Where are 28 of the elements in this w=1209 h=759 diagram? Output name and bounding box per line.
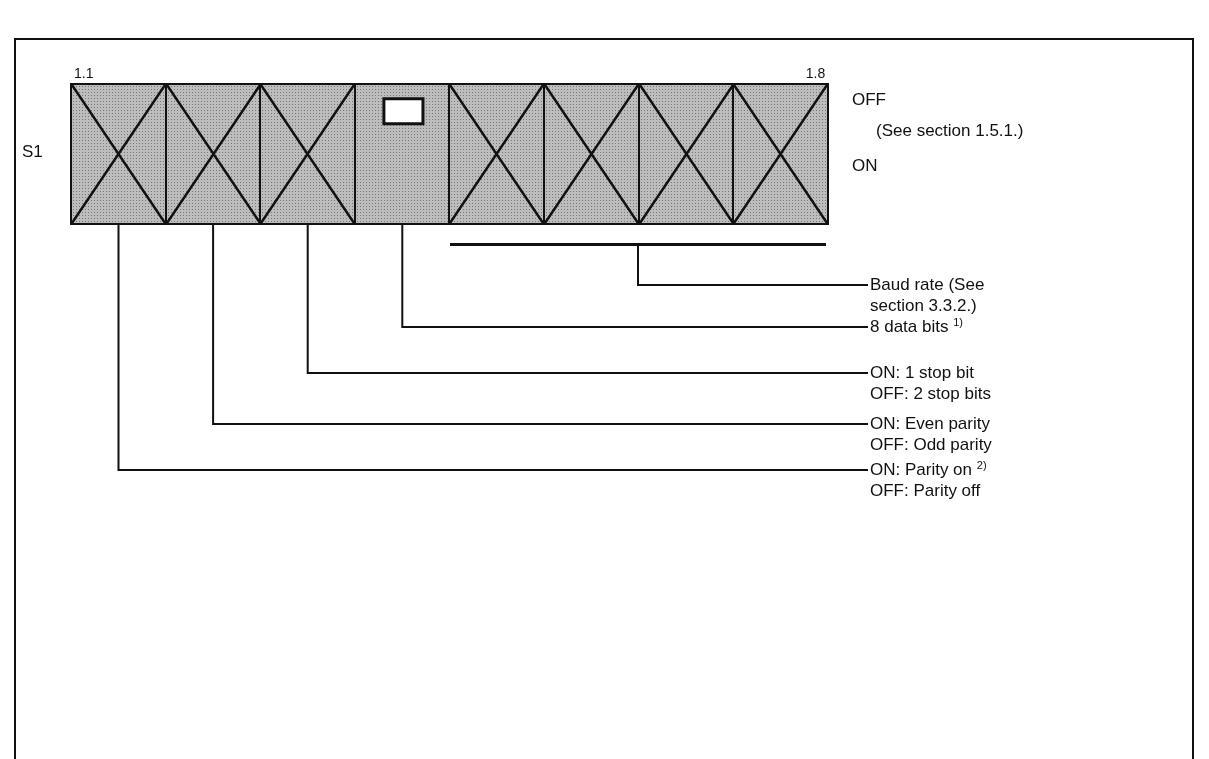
callout-text: ON: Even parity	[870, 413, 990, 434]
dip-switch	[259, 83, 357, 225]
dip-switch	[164, 83, 262, 225]
leader-line	[401, 224, 869, 328]
leader-line	[637, 245, 869, 286]
dip-switch	[353, 83, 451, 225]
dip-switch	[448, 83, 546, 225]
callout-text: OFF: Odd parity	[870, 434, 992, 455]
dip-switch	[732, 83, 830, 225]
leader-line	[212, 224, 869, 425]
callout-text: 8 data bits $^{1)}$	[870, 316, 963, 337]
callout-text: ON: Parity on $^{2)}$	[870, 459, 987, 480]
leader-line	[117, 224, 869, 471]
bracket-bar	[450, 243, 826, 246]
dip-switch	[637, 83, 735, 225]
callout-text: Baud rate (See section 3.3.2.)	[870, 274, 1040, 316]
switch-number: 1.8	[805, 64, 826, 83]
dip-switch	[70, 83, 167, 225]
leader-line	[306, 224, 869, 374]
callout-text: OFF: Parity off	[870, 480, 981, 501]
switch-label: S1	[22, 142, 43, 162]
switch-label: OFF	[852, 90, 886, 110]
dip-switch	[543, 83, 640, 225]
switch-label: ON	[852, 156, 878, 176]
callout-text: OFF: 2 stop bits	[870, 383, 991, 404]
callout-text: ON: 1 stop bit	[870, 362, 974, 383]
switch-label: (See section 1.5.1.)	[876, 121, 1024, 141]
switch-number: 1.1	[74, 64, 94, 83]
